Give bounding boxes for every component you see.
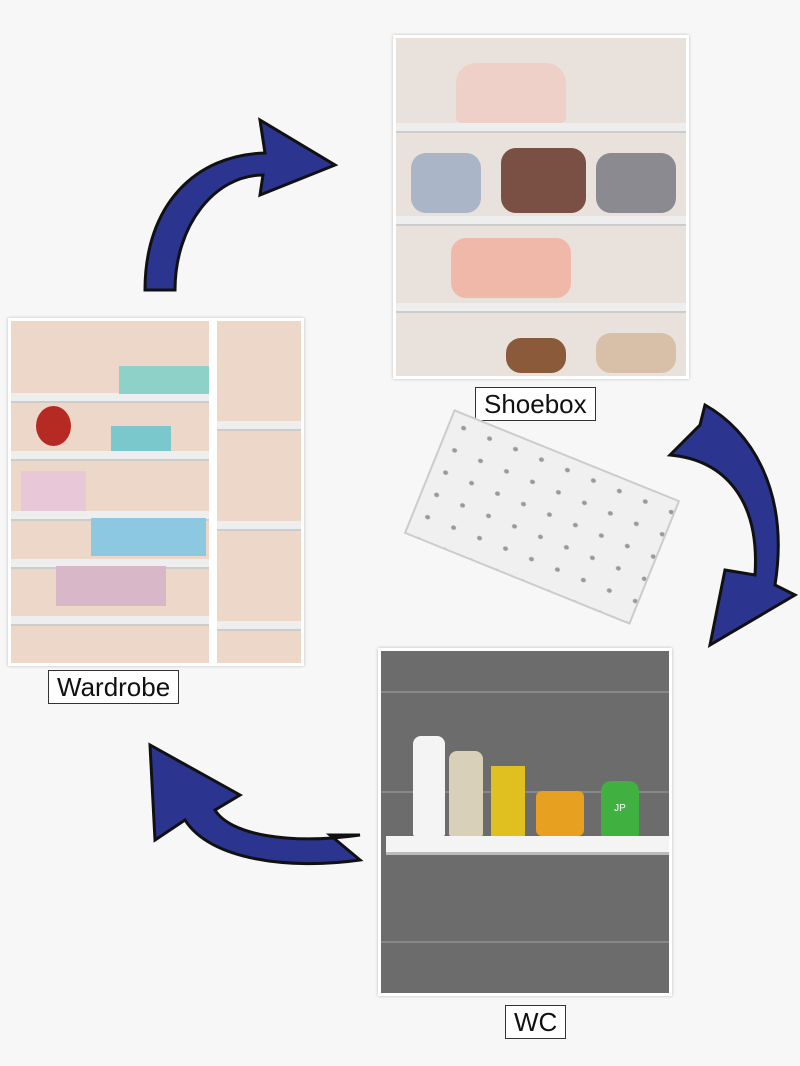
shoebox-label: Shoebox	[475, 387, 596, 421]
shoe	[451, 238, 571, 298]
jar	[536, 791, 584, 836]
shoebox-photo	[393, 35, 689, 379]
bottle	[449, 751, 483, 836]
wardrobe-photo	[8, 318, 304, 666]
blankets	[56, 566, 166, 606]
arrow-wc-to-wardrobe-icon	[148, 742, 364, 866]
wardrobe-label: Wardrobe	[48, 670, 180, 704]
wc-label: WC	[505, 1005, 567, 1039]
soap-bottle: JP	[601, 781, 639, 836]
shoe	[596, 333, 676, 373]
bathroom-shelf	[386, 836, 669, 855]
expandable-shelf-product	[403, 409, 681, 625]
arrow-shoebox-to-wc-icon	[666, 402, 799, 648]
toy-monkey	[36, 406, 71, 446]
bottle	[491, 766, 525, 836]
shoe	[501, 148, 586, 213]
boxes	[91, 518, 206, 556]
towels	[119, 366, 209, 394]
shoe	[506, 338, 566, 373]
shoe	[596, 153, 676, 213]
wc-photo: JP	[378, 648, 672, 996]
shoe	[456, 63, 566, 123]
towels	[111, 426, 171, 451]
bottle	[413, 736, 445, 836]
arrow-wardrobe-to-shoebox-icon	[143, 117, 339, 292]
shoe	[411, 153, 481, 213]
clothes	[21, 471, 86, 511]
